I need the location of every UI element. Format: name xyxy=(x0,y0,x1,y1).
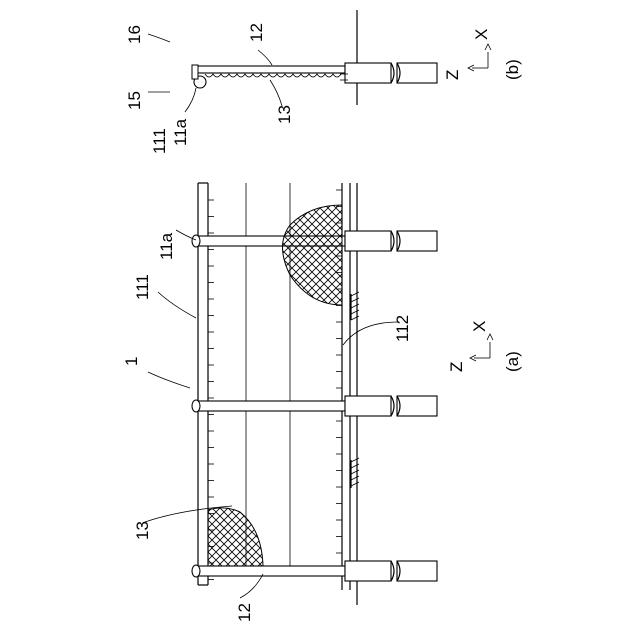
label-15: 15 xyxy=(125,91,144,110)
leader-12-a xyxy=(240,574,263,598)
axis-x-a: X xyxy=(470,321,489,332)
label-13-a: 13 xyxy=(133,521,152,540)
leader-13-b xyxy=(270,80,282,106)
label-16: 16 xyxy=(125,25,144,44)
label-12-a: 12 xyxy=(235,603,254,622)
axis-z-b: Z xyxy=(443,70,462,80)
leader-11a xyxy=(176,230,196,240)
net-area-lower xyxy=(208,508,263,566)
leader-11a-b xyxy=(185,88,196,112)
view-a: 1 111 11a 112 13 12 X Z (a) xyxy=(122,183,522,622)
label-11a-a: 11a xyxy=(157,232,176,260)
caption-b: (b) xyxy=(503,59,522,80)
label-111-b: 111 xyxy=(150,128,169,154)
view-b: 16 15 12 13 111 11a X Z (b) xyxy=(125,10,522,154)
leader-16 xyxy=(148,34,170,42)
label-112: 112 xyxy=(393,315,412,342)
axis-z-a: Z xyxy=(447,362,466,372)
leader-12-b xyxy=(258,50,272,65)
axis-x-b: X xyxy=(472,29,491,40)
label-12-b: 12 xyxy=(247,23,266,42)
axes-b: X Z (b) xyxy=(443,29,522,80)
leader-1 xyxy=(148,372,190,388)
leader-111 xyxy=(158,292,196,318)
leader-112 xyxy=(343,322,398,345)
axes-a: X Z (a) xyxy=(447,321,522,372)
post-foot-b xyxy=(397,63,437,83)
label-111-a: 111 xyxy=(133,274,152,300)
post-2 xyxy=(192,396,437,416)
net-scallop-b xyxy=(205,74,341,77)
net-area-upper xyxy=(283,205,343,305)
label-11a-b: 11a xyxy=(171,118,190,146)
panel-b xyxy=(195,66,345,73)
ground-hatch-1 xyxy=(351,292,359,320)
label-1: 1 xyxy=(122,357,141,366)
ground-hatch-2 xyxy=(351,458,359,488)
post-base-b xyxy=(345,63,391,83)
caption-a: (a) xyxy=(503,351,522,372)
rail-cap-b xyxy=(192,65,198,79)
label-13-b: 13 xyxy=(275,105,294,124)
